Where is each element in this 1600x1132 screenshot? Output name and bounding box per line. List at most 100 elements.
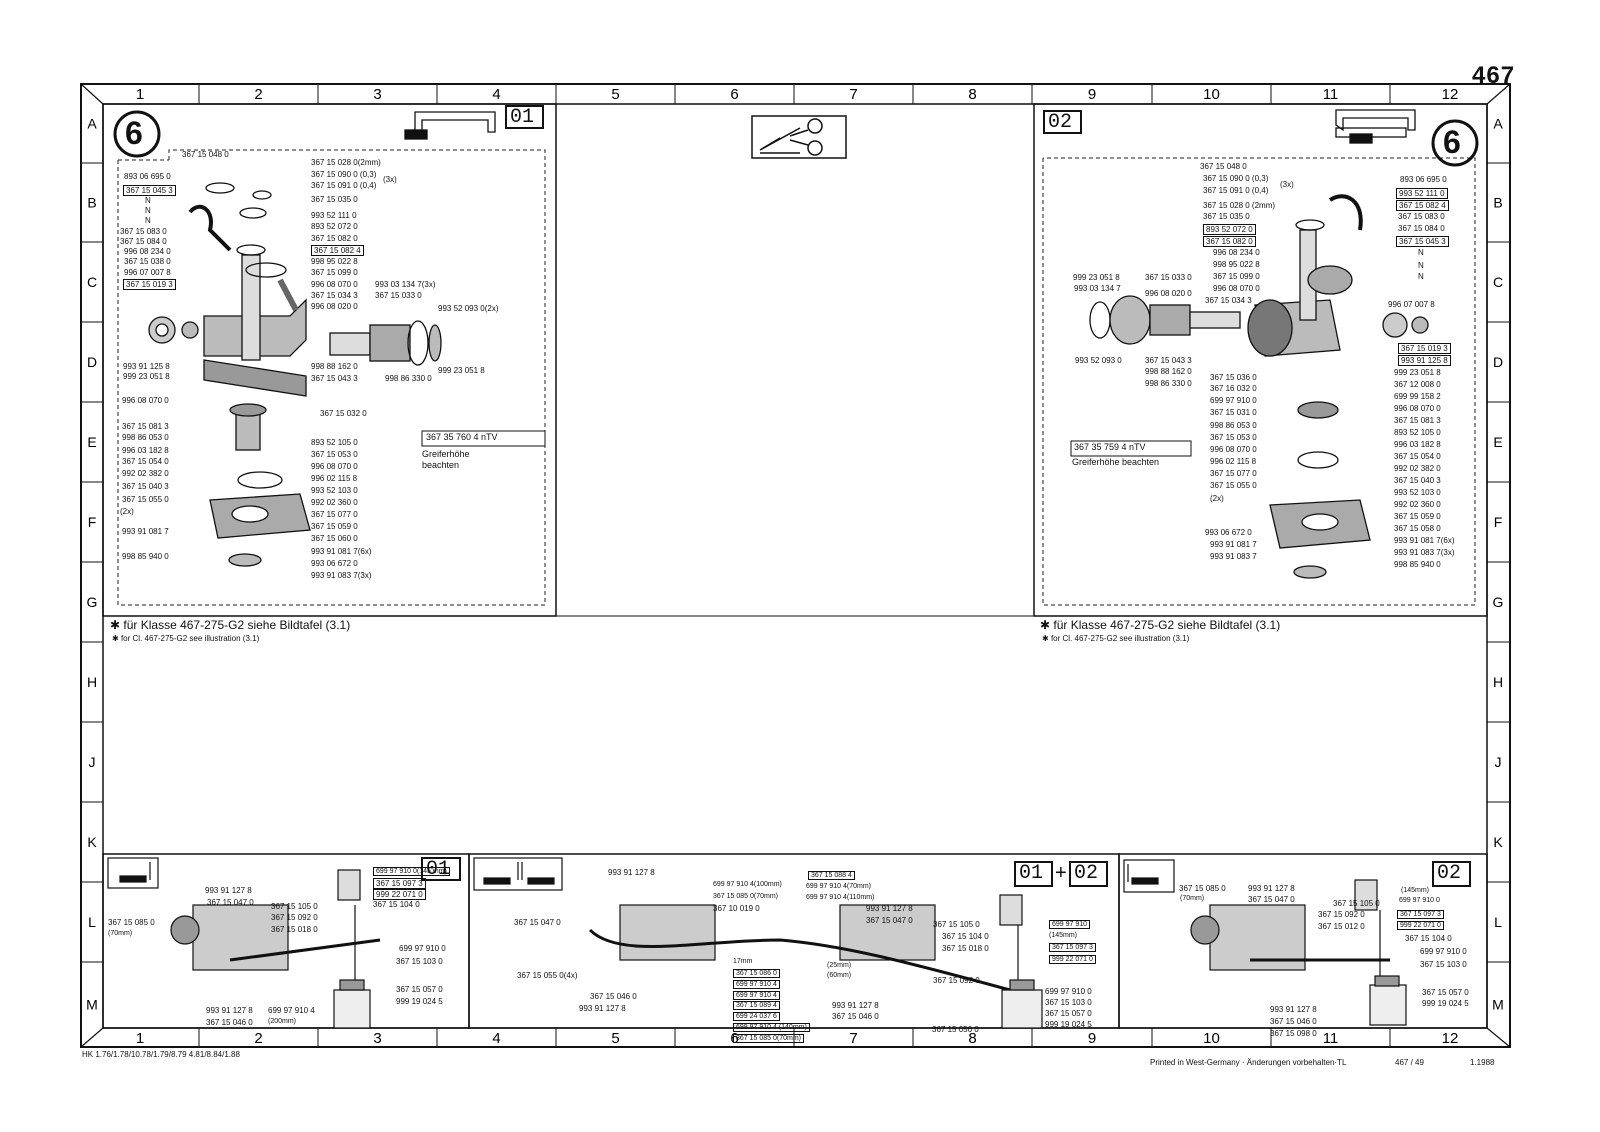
part-number-label: 367 15 105 0 bbox=[1333, 899, 1380, 908]
bottom-panel-icons bbox=[107, 857, 1175, 893]
part-number-label: 367 15 088 4 bbox=[808, 871, 855, 880]
part-number-label: 367 15 018 0 bbox=[942, 944, 989, 953]
part-number-label: 893 52 105 0 bbox=[1394, 428, 1441, 437]
tag-bottom-mid-plus: + bbox=[1055, 862, 1067, 884]
part-number-label: 993 91 127 8 bbox=[1248, 884, 1295, 893]
part-number-label: 367 15 018 0 bbox=[271, 925, 318, 934]
footer-code: 467 / 49 bbox=[1395, 1058, 1424, 1067]
row-label: B bbox=[1493, 195, 1502, 211]
part-number-label: 367 15 090 0 (0,3) bbox=[311, 170, 377, 179]
row-label: F bbox=[1494, 514, 1503, 530]
part-number-label: 996 08 070 0 bbox=[1394, 404, 1441, 413]
row-label: A bbox=[87, 116, 97, 132]
part-number-label: 999 19 024 5 bbox=[1045, 1020, 1092, 1029]
part-number-label: 699 24 037 6 bbox=[733, 1012, 780, 1021]
part-number-label: 893 52 072 0 bbox=[311, 222, 358, 231]
part-number-label: (3x) bbox=[1280, 180, 1294, 189]
part-number-label: 367 15 046 0 bbox=[832, 1012, 879, 1021]
note-right: Greiferhöhe beachten bbox=[1072, 457, 1160, 467]
part-number-label: 996 08 020 0 bbox=[1145, 289, 1192, 298]
footer-date: 1.1988 bbox=[1470, 1058, 1495, 1067]
part-number-label: 993 91 127 8 bbox=[1270, 1005, 1317, 1014]
part-number-label: 367 15 054 0 bbox=[1394, 452, 1441, 461]
part-number-label: 993 91 127 8 bbox=[205, 886, 252, 895]
part-number-label: 367 15 105 0 bbox=[933, 920, 980, 929]
row-label: K bbox=[1493, 834, 1503, 850]
footnote-de-right: ✱ für Klasse 467-275-G2 siehe Bildtafel … bbox=[1040, 618, 1281, 632]
part-drawing-hook-drive-02 bbox=[1089, 194, 1429, 579]
part-number-label: 699 99 158 2 bbox=[1394, 392, 1441, 401]
part-number-label: 993 91 127 8 bbox=[608, 868, 655, 877]
part-number-label: 367 15 047 0 bbox=[1248, 895, 1295, 904]
column-label: 5 bbox=[611, 1030, 619, 1047]
part-number-label: 367 15 082 0 bbox=[311, 234, 358, 243]
part-number-label: 367 15 019 3 bbox=[1398, 343, 1451, 354]
part-number-label: 996 08 070 0 bbox=[1213, 284, 1260, 293]
part-number-label: 367 15 103 0 bbox=[396, 957, 443, 966]
note-left-line2: beachten bbox=[422, 460, 460, 470]
part-number-label: 993 91 125 8 bbox=[1398, 355, 1451, 366]
part-number-label: 367 15 059 0 bbox=[1394, 512, 1441, 521]
part-number-label: 996 07 007 8 bbox=[124, 268, 171, 277]
part-number-label: 996 08 070 0 bbox=[311, 462, 358, 471]
part-number-label: 996 07 007 8 bbox=[1388, 300, 1435, 309]
part-number-label: 367 15 097 3 bbox=[1049, 943, 1096, 952]
part-number-label: (3x) bbox=[383, 175, 397, 184]
part-number-label: 367 15 046 0 bbox=[1270, 1017, 1317, 1026]
part-number-label: 699 97 910 0(145 mm) bbox=[373, 867, 450, 876]
part-number-label: 367 10 019 0 bbox=[713, 904, 760, 913]
part-number-label: 367 15 097 3 bbox=[1397, 910, 1444, 919]
part-drawing-lubrication-01 bbox=[170, 869, 381, 1029]
footnote-de-left: ✱ für Klasse 467-275-G2 siehe Bildtafel … bbox=[110, 618, 351, 632]
part-number-label: 367 15 104 0 bbox=[373, 900, 420, 909]
group-circle-right bbox=[1431, 119, 1479, 167]
tag-boxes bbox=[421, 105, 1471, 887]
row-label: C bbox=[1493, 274, 1503, 290]
row-label: D bbox=[87, 354, 97, 370]
part-number-label: 367 15 046 0 bbox=[206, 1018, 253, 1027]
row-label: B bbox=[87, 195, 96, 211]
part-number-label: 998 85 940 0 bbox=[122, 552, 169, 561]
column-label: 11 bbox=[1323, 1030, 1339, 1047]
part-number-label: 893 52 105 0 bbox=[311, 438, 358, 447]
part-number-label: 367 15 060 0 bbox=[311, 534, 358, 543]
part-number-label: 367 15 103 0 bbox=[1420, 960, 1467, 969]
row-label: H bbox=[1493, 674, 1503, 690]
column-label: 12 bbox=[1442, 1030, 1459, 1047]
part-number-label: 367 15 104 0 bbox=[1405, 934, 1452, 943]
part-number-label: 367 15 105 0 bbox=[271, 902, 318, 911]
part-number-label: 996 08 234 0 bbox=[124, 247, 171, 256]
part-number-label: N bbox=[1418, 261, 1424, 270]
part-number-label: 993 91 127 8 bbox=[832, 1001, 879, 1010]
part-number-label: 996 02 115 8 bbox=[1210, 457, 1257, 466]
part-number-label: 999 22 071 0 bbox=[1397, 921, 1444, 930]
part-number-label: 367 15 085 0(70mm) bbox=[713, 893, 778, 900]
part-number-label: 993 91 083 7(3x) bbox=[1394, 548, 1455, 557]
footnote-ref: 3.1 bbox=[245, 634, 257, 643]
column-label: 4 bbox=[492, 86, 500, 103]
part-number-label: 993 91 125 8 bbox=[123, 362, 170, 371]
part-number-label: 893 06 695 0 bbox=[124, 172, 171, 181]
column-label: 6 bbox=[730, 86, 738, 103]
part-number-label: 367 15 048 0 bbox=[1200, 162, 1247, 171]
part-number-label: 367 15 031 0 bbox=[1210, 408, 1257, 417]
part-number-label: 367 15 012 0 bbox=[1318, 922, 1365, 931]
part-number-label: 367 15 082 4 bbox=[1396, 200, 1449, 211]
part-number-label: (2x) bbox=[120, 507, 134, 516]
column-label: 8 bbox=[968, 1030, 976, 1047]
part-number-label: 993 52 093 0(2x) bbox=[438, 304, 499, 313]
column-label: 9 bbox=[1088, 1030, 1096, 1047]
part-number-label: 993 91 083 7(3x) bbox=[311, 571, 372, 580]
part-number-label: (60mm) bbox=[827, 972, 852, 979]
part-number-label: 367 15 043 3 bbox=[311, 374, 358, 383]
part-number-label: 993 91 127 8 bbox=[206, 1006, 253, 1015]
column-label: 3 bbox=[373, 86, 381, 103]
part-number-label: 992 02 360 0 bbox=[311, 498, 358, 507]
part-number-label: 993 52 111 0 bbox=[1396, 188, 1448, 199]
part-number-label: 699 97 910 4(100mm) bbox=[713, 881, 782, 888]
footnote-en-left: ✱ for Cl. 467-275-G2 see illustration (3… bbox=[112, 634, 260, 643]
footnote-ref: 3.1 bbox=[329, 618, 347, 632]
part-number-label: 893 52 072 0 bbox=[1203, 224, 1256, 235]
row-label: J bbox=[1495, 754, 1502, 770]
